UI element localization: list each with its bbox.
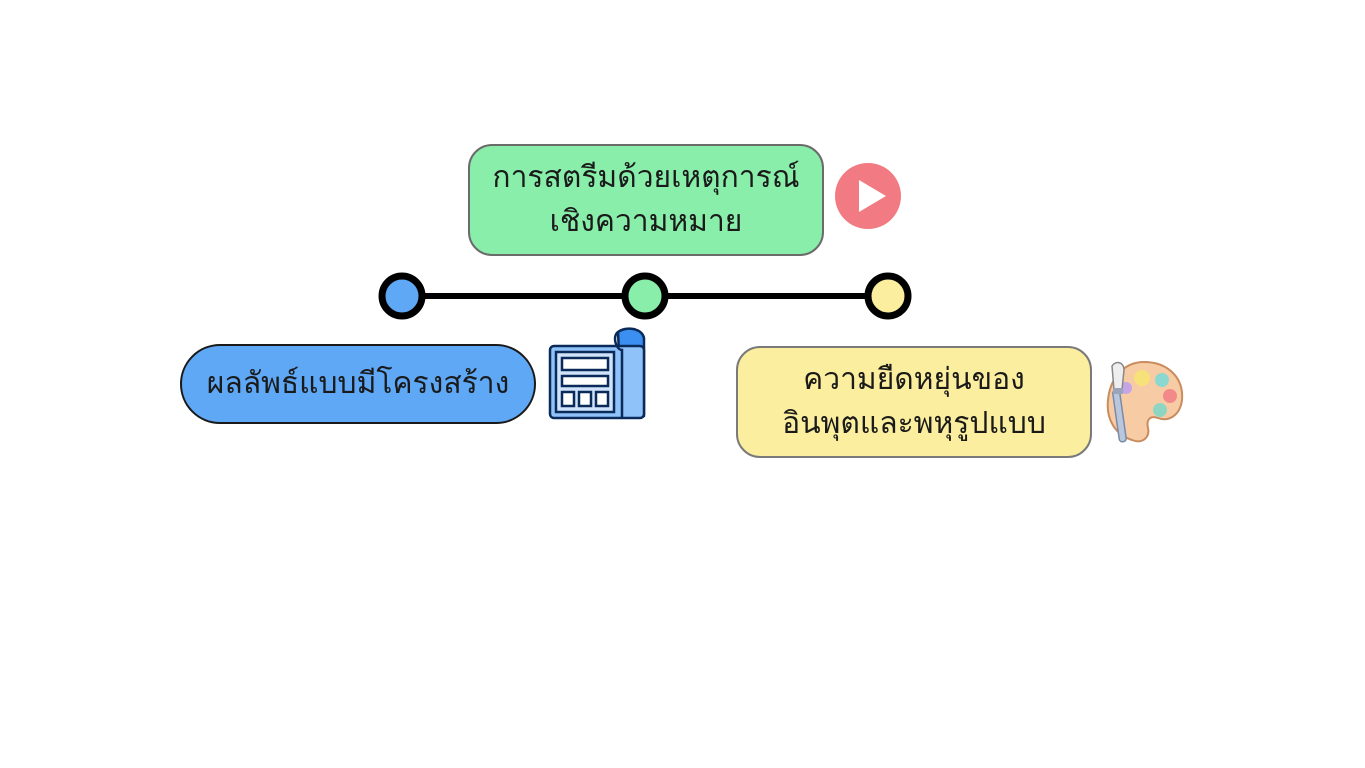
timeline-dot-blue bbox=[378, 272, 426, 320]
node-label: ผลลัพธ์แบบมีโครงสร้าง bbox=[206, 366, 510, 401]
timeline-dot-green bbox=[621, 272, 669, 320]
play-icon bbox=[835, 163, 901, 229]
node-semantic-event-streaming: การสตรีมด้วยเหตุการณ์ เชิงความหมาย bbox=[468, 144, 824, 256]
node-structured-output: ผลลัพธ์แบบมีโครงสร้าง bbox=[180, 344, 536, 424]
node-input-flexibility-multimodal: ความยืดหยุ่นของ อินพุตและพหุรูปแบบ bbox=[736, 346, 1092, 458]
palette-icon bbox=[1106, 360, 1184, 443]
node-label: ความยืดหยุ่นของ อินพุตและพหุรูปแบบ bbox=[782, 362, 1046, 441]
node-label: การสตรีมด้วยเหตุการณ์ เชิงความหมาย bbox=[492, 160, 800, 239]
blueprint-icon bbox=[548, 327, 646, 420]
timeline-dot-yellow bbox=[864, 272, 912, 320]
